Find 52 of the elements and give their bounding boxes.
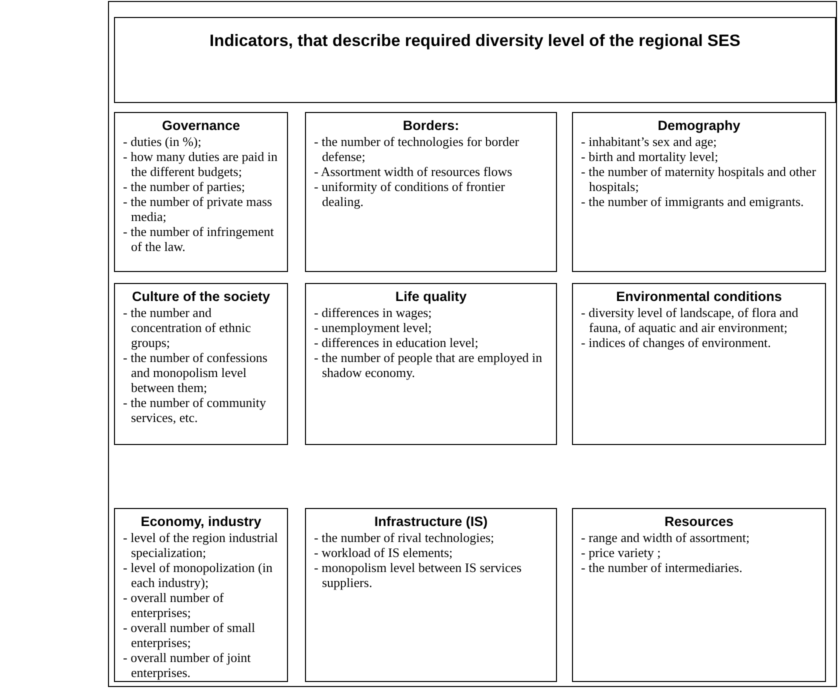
list-item: - overall number of enterprises;	[123, 590, 225, 620]
list-item: - range and width of assortment;	[581, 530, 751, 545]
list-item: - level of the region industrial specialization;	[123, 530, 279, 560]
list-item: - the number of people that are employed in shadow economy.	[314, 350, 544, 380]
list-item: - the number of private mass media;	[123, 194, 274, 224]
list-item: - the number of parties;	[123, 179, 246, 194]
list-item: - the number and concentration of ethnic groups;	[123, 305, 252, 350]
list-item: - the number of technologies for border defense;	[314, 134, 520, 164]
list-item: - differences in wages;	[314, 305, 433, 320]
box-heading: Life quality	[394, 288, 468, 305]
list-item: - price variety ;	[581, 545, 662, 560]
list-item: - the number of rival technologies;	[314, 530, 496, 545]
box-heading: Borders:	[402, 117, 460, 134]
list-item: - overall number of joint enterprises.	[123, 650, 252, 680]
indicator-box	[305, 283, 557, 445]
indicator-box	[114, 508, 288, 682]
box-heading: Economy, industry	[140, 513, 262, 530]
indicator-box	[114, 112, 288, 272]
box-heading: Resources	[663, 513, 735, 530]
list-item: - workload of IS elements;	[314, 545, 454, 560]
indicator-box	[114, 283, 288, 445]
title-box	[114, 17, 836, 103]
box-heading: Culture of the society	[130, 288, 272, 305]
list-item: - the number of community services, etc.	[123, 395, 267, 425]
list-item: - diversity level of landscape, of flora and fauna, of aquatic and air environment;	[581, 305, 800, 335]
list-item: - uniformity of conditions of frontier dealing.	[314, 179, 506, 209]
list-item: - the number of immigrants and emigrants.	[581, 194, 805, 209]
list-item: - overall number of small enterprises;	[123, 620, 256, 650]
indicator-box	[305, 112, 557, 272]
indicator-box	[572, 283, 826, 445]
box-heading: Demography	[656, 117, 742, 134]
list-item: - birth and mortality level;	[581, 149, 720, 164]
list-item: - the number of infringement of the law.	[123, 224, 275, 254]
list-item: - differences in education level;	[314, 335, 480, 350]
box-heading: Infrastructure (IS)	[373, 513, 489, 530]
indicator-box	[305, 508, 557, 682]
list-item: - monopolism level between IS services suppliers.	[314, 560, 523, 590]
list-item: - unemployment level;	[314, 320, 433, 335]
list-item: - inhabitant’s sex and age;	[581, 134, 718, 149]
list-item: - the number of maternity hospitals and other hospitals;	[581, 164, 817, 194]
list-item: - indices of changes of environment.	[581, 335, 772, 350]
indicator-box	[572, 112, 826, 272]
list-item: - how many duties are paid in the different budgets;	[123, 149, 279, 179]
indicator-box	[572, 508, 826, 682]
box-heading: Indicators, that describe required diversity level of the regional SES	[208, 32, 742, 51]
list-item: - the number of intermediaries.	[581, 560, 744, 575]
list-item: - level of monopolization (in each industry);	[123, 560, 274, 590]
box-heading: Governance	[160, 117, 242, 134]
list-item: - the number of confessions and monopolism level between them;	[123, 350, 268, 395]
box-heading: Environmental conditions	[615, 288, 783, 305]
list-item: - Assortment width of resources flows	[314, 164, 514, 179]
list-item: - duties (in %);	[123, 134, 202, 149]
